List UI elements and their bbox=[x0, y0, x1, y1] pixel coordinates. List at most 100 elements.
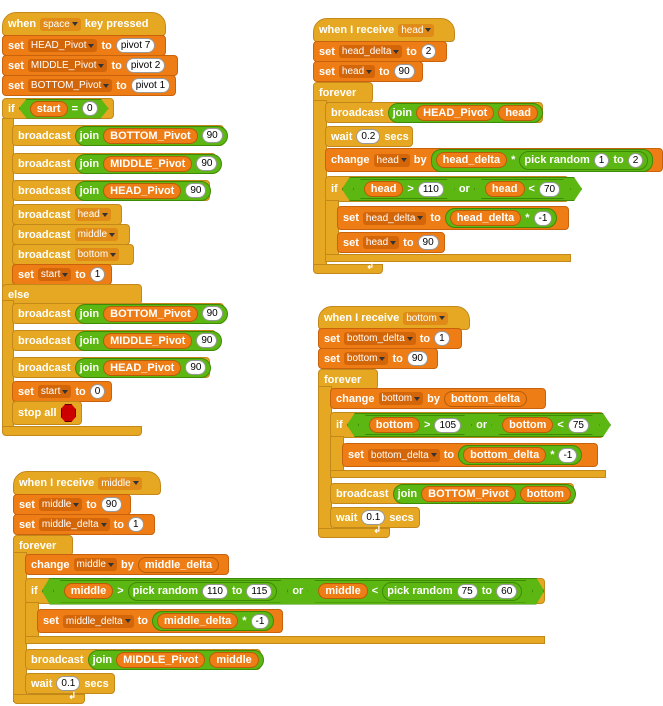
set-head-pivot[interactable]: set HEAD_Pivot to pivot 7 bbox=[2, 35, 166, 56]
var-dropdown[interactable]: MIDDLE_Pivot bbox=[27, 59, 108, 72]
wait-input[interactable]: 0.1 bbox=[361, 510, 386, 525]
key-dropdown[interactable]: space bbox=[40, 17, 81, 31]
set-middle-pivot[interactable]: set MIDDLE_Pivot to pivot 2 bbox=[2, 55, 178, 76]
lt-condition[interactable]: head<70 bbox=[474, 179, 571, 199]
wait-head[interactable]: wait 0.2 secs bbox=[325, 126, 413, 147]
var-dropdown[interactable]: bottom_delta bbox=[343, 332, 416, 345]
value-input[interactable]: pivot 7 bbox=[115, 38, 156, 53]
hat-when-key-pressed[interactable]: when space key pressed bbox=[2, 12, 166, 36]
multiply-reporter[interactable]: head_delta*-1 bbox=[444, 208, 558, 228]
var-dropdown[interactable]: head bbox=[373, 153, 410, 167]
var-dropdown[interactable]: bottom bbox=[343, 352, 389, 365]
set-head-delta-neg[interactable]: set head_delta to head_delta*-1 bbox=[337, 206, 569, 230]
condition-equals[interactable]: start = 0 bbox=[19, 99, 109, 119]
set-middle-delta-neg[interactable]: set middle_delta to middle_delta*-1 bbox=[37, 609, 283, 633]
wait-input[interactable]: 0.2 bbox=[356, 129, 381, 144]
var-dropdown[interactable]: HEAD_Pivot bbox=[27, 39, 98, 52]
if-bottom[interactable]: if bottom>105 or bottom<75 bbox=[330, 412, 604, 438]
value-input[interactable]: 0 bbox=[89, 384, 106, 399]
lt-condition[interactable]: bottom<75 bbox=[491, 415, 600, 435]
if-block[interactable]: if start = 0 bbox=[2, 98, 114, 119]
set-bottom-pivot[interactable]: set BOTTOM_Pivot to pivot 1 bbox=[2, 75, 176, 96]
gt-condition[interactable]: bottom>105 bbox=[358, 415, 472, 435]
hat-when-receive-middle[interactable]: when I receive middle bbox=[13, 471, 161, 495]
forever-block[interactable]: forever bbox=[313, 82, 373, 103]
broadcast-head[interactable]: broadcast head bbox=[12, 204, 122, 225]
value-input[interactable]: 90 bbox=[100, 497, 122, 512]
or-condition[interactable]: bottom>105 or bottom<75 bbox=[347, 413, 611, 437]
value-input[interactable]: 2 bbox=[420, 44, 437, 59]
wait-bottom[interactable]: wait 0.1 secs bbox=[330, 507, 420, 528]
message-dropdown[interactable]: bottom bbox=[403, 311, 448, 325]
var-dropdown[interactable]: head_delta bbox=[362, 211, 427, 225]
var-dropdown[interactable]: head bbox=[362, 236, 400, 249]
var-dropdown[interactable]: bottom bbox=[378, 392, 424, 405]
set-middle[interactable]: set middle to 90 bbox=[13, 494, 131, 515]
wait-middle[interactable]: wait 0.1 secs bbox=[25, 673, 115, 694]
var-dropdown[interactable]: BOTTOM_Pivot bbox=[27, 79, 113, 92]
set-bottom[interactable]: set bottom to 90 bbox=[318, 348, 438, 369]
multiply-reporter[interactable]: middle_delta*-1 bbox=[152, 611, 275, 631]
forever-block-b[interactable]: forever bbox=[318, 369, 378, 390]
set-bottom-delta[interactable]: set bottom_delta to 1 bbox=[318, 328, 462, 349]
var-dropdown[interactable]: middle_delta bbox=[62, 614, 134, 628]
broadcast-middle[interactable]: broadcast middle bbox=[12, 224, 130, 245]
message-dropdown[interactable]: middle bbox=[98, 476, 142, 490]
set-start-1[interactable]: set start to 1 bbox=[12, 264, 112, 285]
or-condition[interactable]: head>110 or head<70 bbox=[342, 177, 582, 201]
set-head[interactable]: set head to 90 bbox=[313, 61, 423, 82]
multiply-reporter[interactable]: bottom_delta*-1 bbox=[458, 445, 583, 465]
var-dropdown[interactable]: middle bbox=[38, 498, 83, 511]
var-dropdown[interactable]: head_delta bbox=[338, 45, 403, 58]
value-input[interactable]: 90 bbox=[393, 64, 415, 79]
hat-when-receive-bottom[interactable]: when I receive bottom bbox=[318, 306, 470, 330]
set-middle-delta[interactable]: set middle_delta to 1 bbox=[13, 514, 155, 535]
value-input[interactable]: 1 bbox=[89, 267, 106, 282]
set-head-90[interactable]: set head to 90 bbox=[337, 232, 445, 253]
value-input[interactable]: 1 bbox=[128, 517, 144, 532]
stop-all[interactable]: stop all bbox=[12, 401, 82, 425]
change-bottom[interactable]: change bottom by bottom_delta bbox=[330, 388, 546, 409]
value-input[interactable]: 90 bbox=[417, 235, 439, 250]
message-dropdown[interactable]: bottom bbox=[74, 248, 120, 261]
message-dropdown[interactable]: head bbox=[398, 23, 435, 37]
if-head[interactable]: if head>110 or head<70 bbox=[325, 176, 569, 202]
set-bottom-delta-neg[interactable]: set bottom_delta to bottom_delta*-1 bbox=[342, 443, 598, 467]
var-dropdown[interactable]: middle bbox=[73, 558, 117, 571]
wait-input[interactable]: 0.1 bbox=[56, 676, 81, 691]
var-dropdown[interactable]: start bbox=[37, 268, 72, 281]
change-middle[interactable]: change middle by middle_delta bbox=[25, 554, 229, 575]
var-dropdown[interactable]: start bbox=[37, 385, 72, 398]
message-dropdown[interactable]: head bbox=[74, 208, 111, 221]
hat-when-receive-head[interactable]: when I receive head bbox=[313, 18, 455, 42]
value-input[interactable]: pivot 1 bbox=[130, 78, 171, 93]
set-start-0[interactable]: set start to 0 bbox=[12, 381, 112, 402]
gt-condition[interactable]: head>110 bbox=[353, 179, 455, 199]
value-input[interactable]: 1 bbox=[434, 331, 450, 346]
value-input[interactable]: 90 bbox=[406, 351, 428, 366]
